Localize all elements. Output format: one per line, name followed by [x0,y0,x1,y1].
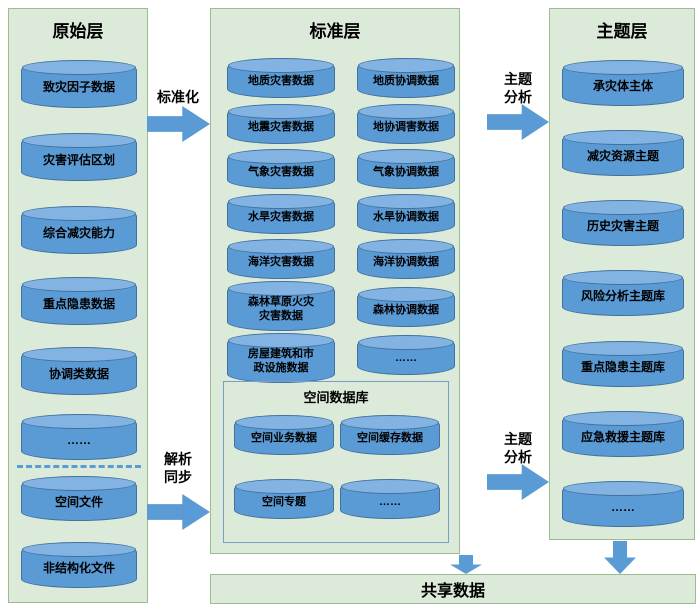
cylinder-historical-disaster-theme: 历史灾害主题 [562,200,684,246]
cylinder-label: 风险分析主题库 [580,289,665,304]
shared-data-bar: 共享数据 [210,574,696,604]
cylinder-building-municipal-facility-data: 房屋建筑和市 政设施数据 [227,333,335,383]
cylinder-label: 致灾因子数据 [42,80,115,95]
cylinder-coordination-ellipsis: …… [357,335,455,375]
cylinder-label: 重点隐患主题库 [580,360,665,375]
cylinder-key-hazard-data: 重点隐患数据 [21,277,137,325]
source-layer-panel: 原始层 致灾因子数据 灾害评估区划 综合减灾能力 重点隐患数据 协调类数据 ……… [8,8,148,603]
theme-analysis-bottom-label: 主题 分析 [504,431,532,466]
cylinder-label: 协调类数据 [48,367,109,382]
standard-to-shared-arrow [450,555,482,574]
cylinder-spatial-ellipsis: …… [340,479,440,519]
parse-sync-arrow-label: 解析 同步 [164,451,192,486]
cylinder-label: 空间缓存数据 [357,431,423,444]
cylinder-label: …… [67,433,91,448]
cylinder-earthquake-coordination-data: 地协调害数据 [357,104,455,144]
cylinder-spatial-theme: 空间专题 [234,479,334,519]
cylinder-meteorological-disaster-data: 气象灾害数据 [227,149,335,189]
cylinder-risk-analysis-theme-db: 风险分析主题库 [562,270,684,316]
cylinder-label: 房屋建筑和市 政设施数据 [248,348,314,374]
spatial-database-box: 空间数据库 空间业务数据 空间缓存数据 空间专题 …… [223,381,449,543]
standard-layer-title: 标准层 [309,22,361,41]
cylinder-mitigation-resource-theme: 减灾资源主题 [562,130,684,176]
cylinder-label: 灾害评估区划 [42,153,115,168]
cylinder-label: 非结构化文件 [42,561,115,576]
cylinder-emergency-rescue-theme-db: 应急救援主题库 [562,411,684,457]
cylinder-forest-coordination-data: 森林协调数据 [357,287,455,327]
cylinder-flood-drought-coordination-data: 水旱协调数据 [357,194,455,234]
cylinder-earthquake-disaster-data: 地震灾害数据 [227,104,335,144]
theme-layer-panel: 主题层 承灾体主体 减灾资源主题 历史灾害主题 风险分析主题库 重点隐患主题库 … [549,8,695,540]
cylinder-meteorological-coordination-data: 气象协调数据 [357,149,455,189]
cylinder-label: …… [395,351,417,364]
cylinder-label: 森林草原火灾 灾害数据 [248,296,314,322]
standard-layer-panel: 标准层 地质灾害数据 地震灾害数据 气象灾害数据 水旱灾害数据 海洋灾害数据 森… [210,8,460,554]
parse-sync-arrow [147,494,210,530]
standardize-arrow [147,106,210,142]
cylinder-comprehensive-mitigation-capacity: 综合减灾能力 [21,206,137,254]
source-layer-title: 原始层 [52,22,104,41]
cylinder-label: 减灾资源主题 [586,149,659,164]
cylinder-label: 水旱灾害数据 [248,210,314,223]
cylinder-marine-disaster-data: 海洋灾害数据 [227,239,335,279]
spatial-database-title: 空间数据库 [303,390,369,405]
cylinder-disaster-factor-data: 致灾因子数据 [21,60,137,108]
cylinder-spatial-cache-data: 空间缓存数据 [340,415,440,455]
cylinder-spatial-business-data: 空间业务数据 [234,415,334,455]
cylinder-label: 空间文件 [54,494,103,509]
cylinder-label: 地震灾害数据 [248,120,314,133]
cylinder-label: 空间专题 [262,495,306,508]
cylinder-spatial-files: 空间文件 [21,476,137,521]
cylinder-label: 地质灾害数据 [248,74,314,87]
cylinder-label: 地协调害数据 [373,120,439,133]
cylinder-forest-grassland-fire-data: 森林草原火灾 灾害数据 [227,281,335,331]
cylinder-label: …… [379,495,401,508]
cylinder-geological-disaster-data: 地质灾害数据 [227,58,335,98]
cylinder-disaster-assessment-zoning: 灾害评估区划 [21,133,137,181]
theme-layer-title: 主题层 [596,22,648,41]
cylinder-label: 承灾体主体 [592,79,653,94]
cylinder-label: 空间业务数据 [251,431,317,444]
cylinder-label: 综合减灾能力 [42,226,115,241]
cylinder-flood-drought-disaster-data: 水旱灾害数据 [227,194,335,234]
cylinder-label: 气象灾害数据 [248,165,314,178]
cylinder-key-hazard-theme-db: 重点隐患主题库 [562,341,684,387]
cylinder-label: 气象协调数据 [373,165,439,178]
cylinder-coordination-class-data: 协调类数据 [21,347,137,395]
cylinder-disaster-bearing-body: 承灾体主体 [562,60,684,106]
theme-analysis-top-label: 主题 分析 [504,71,532,106]
cylinder-geological-coordination-data: 地质协调数据 [357,58,455,98]
cylinder-label: 重点隐患数据 [42,297,115,312]
dashed-divider [17,465,141,468]
cylinder-label: 水旱协调数据 [373,210,439,223]
standardize-arrow-label: 标准化 [157,89,199,105]
cylinder-label: 海洋灾害数据 [248,255,314,268]
cylinder-source-ellipsis: …… [21,414,137,460]
cylinder-label: 森林协调数据 [373,303,439,316]
cylinder-label: 应急救援主题库 [580,430,665,445]
cylinder-label: 海洋协调数据 [373,255,439,268]
theme-analysis-top-arrow [487,104,549,140]
theme-to-shared-arrow [604,541,636,574]
cylinder-marine-coordination-data: 海洋协调数据 [357,239,455,279]
theme-analysis-bottom-arrow [487,464,549,500]
cylinder-label: 历史灾害主题 [586,219,659,234]
shared-data-title: 共享数据 [420,583,485,600]
cylinder-unstructured-files: 非结构化文件 [21,542,137,588]
cylinder-theme-ellipsis: …… [562,481,684,527]
cylinder-label: …… [611,500,635,515]
cylinder-label: 地质协调数据 [373,74,439,87]
